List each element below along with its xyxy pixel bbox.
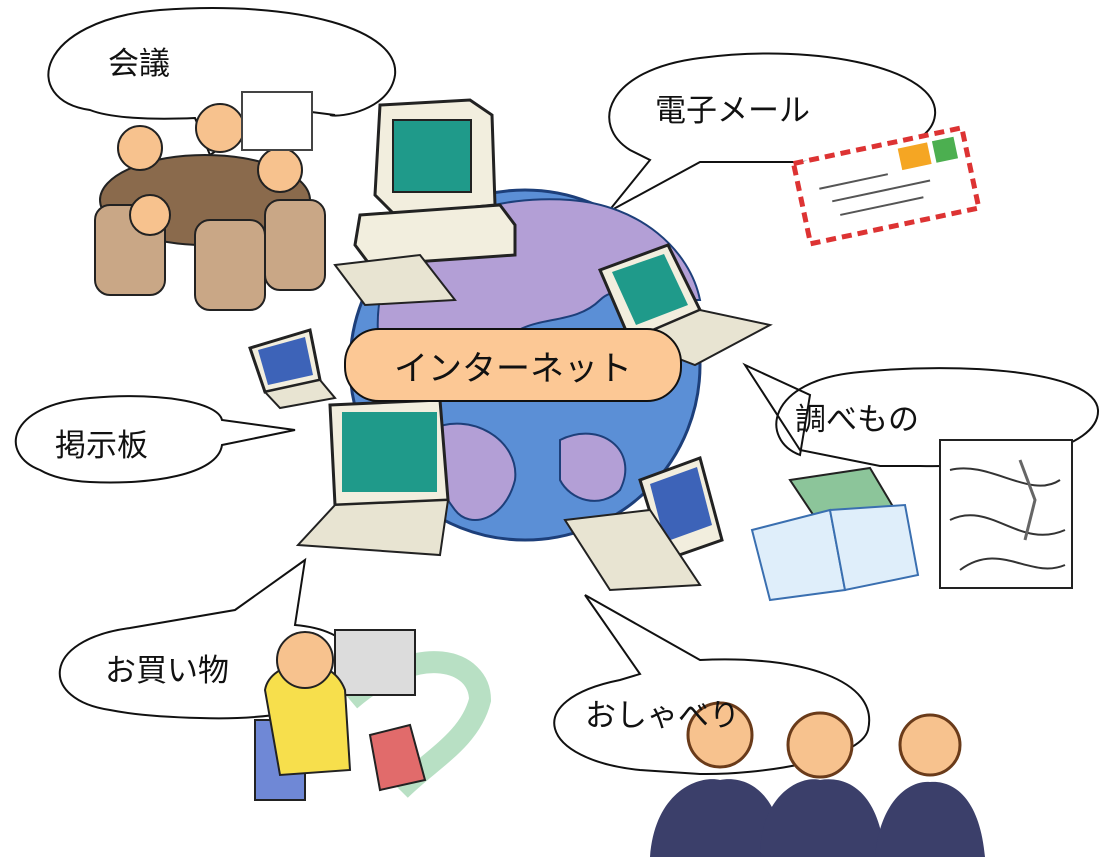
desktop-computer-icon (333, 98, 517, 307)
label-email: 電子メール (655, 93, 810, 129)
label-meeting: 会議 (108, 46, 170, 82)
bubble-meeting (47, 7, 397, 157)
bubble-bbs (14, 395, 296, 484)
meeting-illustration (94, 91, 326, 311)
weather-map-icon (939, 439, 1073, 589)
chatting-women-illustration (650, 701, 985, 857)
label-bbs: 掲示板 (55, 428, 148, 464)
label-shopping: お買い物 (105, 653, 229, 689)
laptop-icon-right (597, 243, 773, 367)
label-chat: おしゃべり (585, 698, 740, 734)
shopping-woman-illustration (254, 629, 492, 801)
laptop-icon-small (248, 328, 337, 410)
desktop-computer-icon-small (563, 456, 724, 592)
laptop-icon-large (295, 398, 450, 557)
label-research: 調べもの (795, 402, 919, 438)
internet-label: インターネット (344, 328, 682, 402)
airmail-envelope-icon (790, 124, 982, 247)
book-icon (750, 466, 920, 602)
